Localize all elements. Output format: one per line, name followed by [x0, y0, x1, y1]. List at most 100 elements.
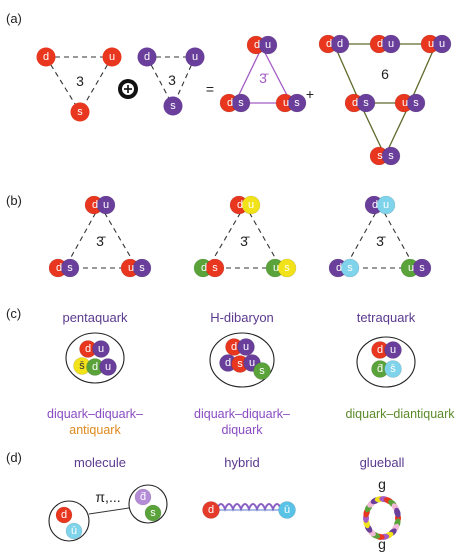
gluon-spring — [216, 503, 282, 512]
quark-label: d — [92, 361, 98, 373]
quark-sphere — [65, 522, 83, 540]
quark-sphere — [381, 34, 401, 54]
quark-sphere — [55, 506, 73, 524]
quark-label: u — [105, 361, 111, 373]
quark-label: d — [231, 341, 237, 353]
quark-label: u — [128, 262, 134, 274]
quark-sphere — [96, 195, 116, 215]
quark-sphere — [144, 504, 162, 522]
quark-label: s — [377, 150, 383, 162]
quark-label: u — [192, 51, 198, 63]
quark-label: u — [388, 38, 394, 50]
irrep-label: 3̄ — [376, 233, 386, 249]
quark-label: s — [363, 97, 369, 109]
quark-label: s̄ — [390, 363, 396, 375]
quark-sphere — [287, 93, 307, 113]
quark-label: d — [326, 38, 332, 50]
quark-label: u — [249, 357, 255, 369]
quark-sphere — [381, 146, 401, 166]
glueball-g-top: g — [378, 476, 386, 492]
quark-s — [163, 96, 183, 116]
molecule-title: molecule — [74, 455, 126, 470]
quark-sphere — [231, 93, 251, 113]
hdibaryon-title: H-dibaryon — [210, 310, 274, 325]
glueball-g-bottom: g — [378, 536, 386, 552]
quark-label: d — [208, 504, 214, 516]
quark-label: d — [144, 51, 150, 63]
quark-label: s — [237, 358, 243, 370]
quark-label: d — [201, 262, 207, 274]
quark-sphere — [330, 34, 350, 54]
quark-label: s — [77, 106, 83, 118]
quark-label: u — [439, 38, 445, 50]
pentaquark-boundary — [65, 332, 125, 384]
pentaquark-caption-2: antiquark — [69, 423, 121, 437]
tetraquark-title: tetraquark — [357, 310, 416, 325]
color-triangle-3: 3̄ — [344, 204, 416, 269]
molecule-meson-1-boundary — [48, 500, 90, 542]
plus-sign: + — [306, 86, 314, 102]
quark-label: s — [139, 262, 145, 274]
quark-sphere — [384, 341, 402, 359]
quark-label: d — [56, 262, 62, 274]
quark-label: d — [61, 509, 67, 521]
quark-label: s — [388, 150, 394, 162]
quark-sphere — [412, 258, 432, 278]
quark-label: ū — [284, 504, 290, 516]
quark-label: u — [273, 262, 279, 274]
molecule-exchange-line — [88, 507, 130, 515]
quark-u — [185, 47, 205, 67]
quark-label: s — [294, 97, 300, 109]
glueball-ring — [363, 496, 401, 540]
hybrid-title: hybrid — [224, 455, 259, 470]
triplet-right: d u s 3 — [137, 47, 205, 116]
quark-sphere — [92, 340, 110, 358]
panel-b-tag: (b) — [6, 193, 22, 208]
quark-label: u — [265, 39, 271, 51]
quark-label: d — [372, 199, 378, 211]
pentaquark-title: pentaquark — [62, 310, 128, 325]
quark-sphere — [241, 195, 261, 215]
irrep-label: 3̄ — [96, 233, 106, 249]
quark-d — [137, 47, 157, 67]
quark-label: s — [419, 262, 425, 274]
quark-label: u — [428, 38, 434, 50]
gluon-bead — [394, 507, 401, 518]
irrep-label: 3 — [168, 72, 176, 88]
quark-u — [102, 47, 122, 67]
quark-label: d — [337, 38, 343, 50]
quark-label: u — [283, 97, 289, 109]
quark-label: d — [254, 39, 260, 51]
quark-label: d̄ — [377, 363, 383, 375]
quark-sphere — [237, 338, 255, 356]
panel-d-tag: (d) — [6, 450, 22, 465]
panel-a-tag: (a) — [6, 11, 22, 26]
quark-sphere — [406, 93, 426, 113]
quark-sphere — [202, 501, 220, 519]
quark-label: d — [237, 199, 243, 211]
quark-label: d — [336, 262, 342, 274]
quark-label: u — [390, 344, 396, 356]
quark-sphere — [432, 34, 452, 54]
quark-label: u — [248, 199, 254, 211]
quark-label: d — [43, 51, 49, 63]
panel-c-tag: (c) — [6, 306, 21, 321]
quark-label: u — [402, 97, 408, 109]
quark-sphere — [278, 501, 296, 519]
hdibaryon-boundary — [209, 332, 275, 388]
molecule-meson-2-boundary — [128, 484, 168, 524]
quark-label: s — [259, 365, 265, 377]
color-triangle-2: 3̄ — [207, 204, 282, 269]
quark-label: s — [67, 262, 73, 274]
quark-label: s — [170, 100, 176, 112]
quark-sphere — [132, 258, 152, 278]
quark-d — [36, 47, 56, 67]
tetraquark-caption: diquark–diantiquark — [345, 407, 455, 421]
irrep-label: 3 — [76, 73, 84, 89]
quark-label: d̄ — [140, 491, 146, 503]
quark-label: d — [377, 38, 383, 50]
quark-label: s — [413, 97, 419, 109]
color-triangle-1: 3̄ — [64, 204, 138, 269]
